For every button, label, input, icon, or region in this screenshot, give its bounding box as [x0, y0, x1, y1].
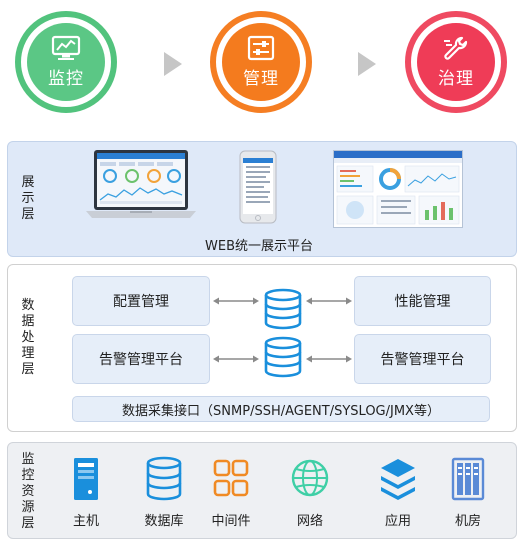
resource-database: 数据库	[134, 456, 194, 529]
double-arrow-icon	[306, 355, 352, 363]
stage-govern: 治理	[400, 6, 512, 118]
laptop-dashboard-mockup	[86, 150, 196, 218]
display-layer-title: 展示层	[21, 175, 35, 222]
settings-panel-icon	[247, 35, 275, 61]
resource-label: 数据库	[144, 514, 184, 529]
config-management-label: 配置管理	[113, 294, 169, 310]
stage-ring	[15, 11, 117, 113]
stage-monitor: 监控	[10, 6, 122, 118]
stage-label: 监控	[48, 69, 84, 89]
alarm-platform-box-right: 告警管理平台	[354, 334, 491, 384]
resource-host: 主机	[56, 456, 116, 529]
stage-label: 管理	[243, 69, 279, 89]
resource-server-room: 机房	[438, 456, 498, 529]
stage-core: 管理	[222, 23, 300, 101]
resource-application: 应用	[368, 456, 428, 529]
stage-ring	[405, 11, 507, 113]
data-collection-interface-label: 数据采集接口（SNMP/SSH/AGENT/SYSLOG/JMX等）	[122, 403, 440, 419]
data-collection-interface: 数据采集接口（SNMP/SSH/AGENT/SYSLOG/JMX等）	[72, 396, 490, 422]
double-arrow-icon	[213, 355, 259, 363]
resource-label: 应用	[384, 514, 411, 529]
flow-arrow	[358, 52, 376, 76]
resource-layer-title: 监控资源层	[21, 452, 35, 531]
performance-management-box: 性能管理	[354, 276, 491, 326]
double-arrow-icon	[213, 297, 259, 305]
network-globe-icon	[291, 459, 329, 497]
web-platform-label: WEB统一展示平台	[205, 239, 313, 254]
alarm-platform-label: 告警管理平台	[99, 352, 183, 368]
stage-ring	[210, 11, 312, 113]
database-icon	[264, 336, 302, 378]
resource-label: 网络	[296, 514, 323, 529]
stage-core: 监控	[27, 23, 105, 101]
alarm-platform-label: 告警管理平台	[380, 352, 465, 368]
server-host-icon	[74, 458, 98, 500]
resource-network: 网络	[280, 456, 340, 529]
monitor-chart-icon	[51, 35, 81, 60]
stage-core: 治理	[417, 23, 495, 101]
config-management-box: 配置管理	[72, 276, 210, 326]
alarm-platform-box-left: 告警管理平台	[72, 334, 210, 384]
flow-arrow	[164, 52, 182, 76]
stage-manage: 管理	[205, 6, 317, 118]
resource-label: 主机	[72, 514, 99, 529]
database-icon	[264, 288, 302, 330]
web-console-mockup	[333, 150, 463, 228]
resource-label: 机房	[454, 514, 481, 529]
server-room-icon	[451, 457, 485, 501]
phone-app-mockup	[239, 150, 277, 224]
wrench-icon	[444, 36, 468, 60]
resource-middleware: 中间件	[201, 456, 261, 529]
performance-management-label: 性能管理	[394, 294, 451, 310]
processing-layer-title: 数据处理层	[21, 298, 35, 377]
stage-label: 治理	[438, 69, 474, 89]
middleware-grid-icon	[213, 459, 249, 497]
database-icon	[146, 456, 182, 501]
resource-label: 中间件	[211, 514, 251, 529]
application-layers-icon	[381, 459, 415, 500]
double-arrow-icon	[306, 297, 352, 305]
